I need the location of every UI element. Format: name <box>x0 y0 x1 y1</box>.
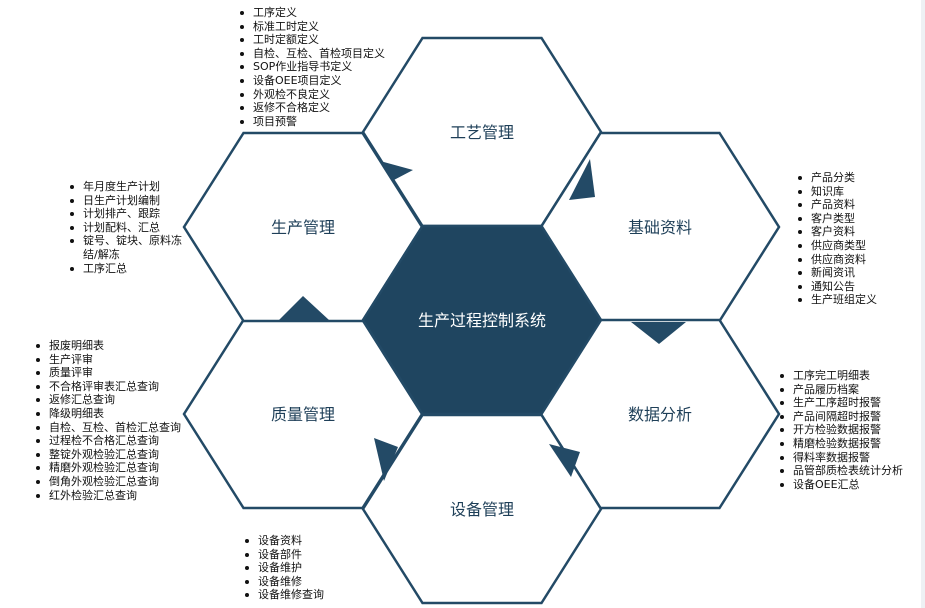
tri-shuju-arrow-icon <box>631 322 686 344</box>
zhiliang-list-item: 自检、互检、首检汇总查询 <box>36 421 186 435</box>
hex-label-zhiliang: 质量管理 <box>271 405 335 424</box>
tri-shebei-arrow-icon <box>549 444 580 477</box>
tri-zhiliang-arrow-icon <box>374 438 398 481</box>
tri-jichu-arrow-icon <box>569 159 595 200</box>
jichu-list-item: 新闻资讯 <box>798 266 908 280</box>
jichu-list-item: 客户资料 <box>798 225 908 239</box>
gongyi-list-item: 项目预警 <box>240 115 420 129</box>
zhiliang-list-item: 报废明细表 <box>36 339 186 353</box>
jichu-list-item: 产品资料 <box>798 198 908 212</box>
shebei-items-list: 设备资料设备部件设备维护设备维修设备维修查询 <box>245 534 395 602</box>
shengchan-list-item: 锭号、锭块、原料冻结/解冻 <box>70 234 184 261</box>
shengchan-list-item: 年月度生产计划 <box>70 180 184 194</box>
shuju-list-item: 设备OEE汇总 <box>780 478 922 492</box>
shuju-list-item: 产品履历档案 <box>780 383 922 397</box>
shengchan-list-item: 日生产计划编制 <box>70 194 184 208</box>
jichu-list-item: 生产班组定义 <box>798 293 908 307</box>
gongyi-list-item: 外观检不良定义 <box>240 88 420 102</box>
zhiliang-list-item: 返修汇总查询 <box>36 393 186 407</box>
page-edge <box>921 0 925 608</box>
tri-gongyi-arrow-icon <box>380 161 413 181</box>
hex-center <box>361 224 603 416</box>
shuju-list-item: 生产工序超时报警 <box>780 396 922 410</box>
zhiliang-list-item: 质量评审 <box>36 366 186 380</box>
jichu-list-item: 客户类型 <box>798 212 908 226</box>
shuju-items-list: 工序完工明细表产品履历档案生产工序超时报警产品间隔超时报警开方检验数据报警精磨检… <box>780 369 922 491</box>
zhiliang-items-list: 报废明细表生产评审质量评审不合格评审表汇总查询返修汇总查询降级明细表自检、互检、… <box>36 339 186 502</box>
gongyi-list-item: 自检、互检、首检项目定义 <box>240 47 420 61</box>
hex-label-gongyi: 工艺管理 <box>450 123 514 142</box>
jichu-list-item: 供应商类型 <box>798 239 908 253</box>
hex-label-shebei: 设备管理 <box>450 500 514 519</box>
shebei-list-item: 设备维修查询 <box>245 588 395 602</box>
shebei-list-item: 设备维护 <box>245 561 395 575</box>
zhiliang-list-item: 降级明细表 <box>36 407 186 421</box>
shengchan-items-list: 年月度生产计划日生产计划编制计划排产、跟踪计划配料、汇总锭号、锭块、原料冻结/解… <box>70 180 184 275</box>
zhiliang-list-item: 精磨外观检验汇总查询 <box>36 461 186 475</box>
gongyi-list-item: SOP作业指导书定义 <box>240 60 420 74</box>
gongyi-list-item: 工序定义 <box>240 6 420 20</box>
shuju-list-item: 品管部质检表统计分析 <box>780 464 922 478</box>
center-label: 生产过程控制系统 <box>418 311 546 330</box>
shebei-list-item: 设备资料 <box>245 534 395 548</box>
zhiliang-list-item: 过程检不合格汇总查询 <box>36 434 186 448</box>
shebei-list-item: 设备维修 <box>245 575 395 589</box>
jichu-list-item: 产品分类 <box>798 171 908 185</box>
jichu-items-list: 产品分类知识库产品资料客户类型客户资料供应商类型供应商资料新闻资讯通知公告生产班… <box>798 171 908 307</box>
tri-shengchan-arrow-icon <box>279 296 329 320</box>
gongyi-list-item: 标准工时定义 <box>240 20 420 34</box>
shuju-list-item: 精磨检验数据报警 <box>780 437 922 451</box>
gongyi-list-item: 工时定额定义 <box>240 33 420 47</box>
shuju-list-item: 开方检验数据报警 <box>780 423 922 437</box>
shengchan-list-item: 计划配料、汇总 <box>70 221 184 235</box>
shuju-list-item: 工序完工明细表 <box>780 369 922 383</box>
zhiliang-list-item: 不合格评审表汇总查询 <box>36 380 186 394</box>
shebei-list-item: 设备部件 <box>245 548 395 562</box>
jichu-list-item: 供应商资料 <box>798 253 908 267</box>
hex-label-shengchan: 生产管理 <box>271 218 335 237</box>
gongyi-list-item: 返修不合格定义 <box>240 101 420 115</box>
shengchan-list-item: 工序汇总 <box>70 262 184 276</box>
zhiliang-list-item: 整锭外观检验汇总查询 <box>36 448 186 462</box>
shengchan-list-item: 计划排产、跟踪 <box>70 207 184 221</box>
hex-label-jichu: 基础资料 <box>628 218 692 237</box>
jichu-list-item: 知识库 <box>798 185 908 199</box>
zhiliang-list-item: 红外检验汇总查询 <box>36 489 186 503</box>
shuju-list-item: 产品间隔超时报警 <box>780 410 922 424</box>
shuju-list-item: 得料率数据报警 <box>780 451 922 465</box>
zhiliang-list-item: 生产评审 <box>36 353 186 367</box>
hex-label-shuju: 数据分析 <box>628 405 692 424</box>
zhiliang-list-item: 倒角外观检验汇总查询 <box>36 475 186 489</box>
gongyi-list-item: 设备OEE项目定义 <box>240 74 420 88</box>
jichu-list-item: 通知公告 <box>798 280 908 294</box>
